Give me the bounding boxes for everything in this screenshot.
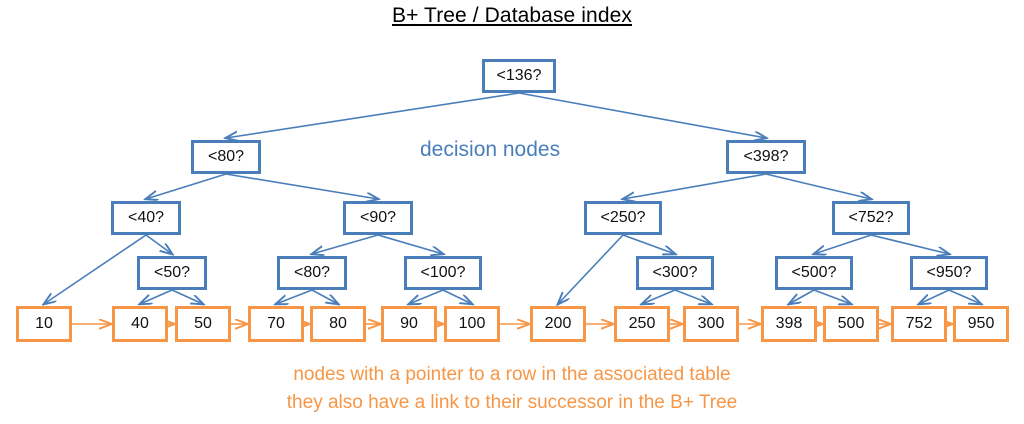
node-label: 80 (329, 315, 347, 332)
decision-edge-n300-to-l300 (674, 289, 711, 304)
node-label: <80? (293, 264, 331, 281)
decision-edge-n752-to-n950 (870, 234, 949, 254)
decision-edge-n500-to-l398 (789, 289, 815, 304)
decision-edge-n90-to-n100 (377, 234, 443, 254)
decision-nodes-label: decision nodes (420, 138, 561, 161)
decision-node-n752[interactable]: <752? (832, 201, 910, 235)
decision-edges (44, 92, 981, 304)
decision-node-n500[interactable]: <500? (775, 256, 853, 290)
node-label: <40? (127, 209, 165, 226)
decision-edge-n950-to-l950 (948, 289, 981, 304)
node-label: <752? (848, 209, 894, 226)
decision-edge-n80a-to-n40 (146, 173, 227, 199)
node-label: <398? (743, 148, 789, 165)
node-label: 90 (400, 315, 418, 332)
decision-edge-n398-to-n250 (623, 173, 767, 199)
decision-node-n80a[interactable]: <80? (191, 140, 261, 174)
decision-edge-n90-to-n80b (312, 234, 379, 254)
leaf-node-l40[interactable]: 40 (112, 306, 168, 342)
leaf-node-l950[interactable]: 950 (953, 306, 1009, 342)
decision-edge-n100-to-l100 (442, 289, 472, 304)
decision-edge-n500-to-l500 (813, 289, 851, 304)
node-label: <100? (420, 264, 466, 281)
node-label: 398 (775, 315, 803, 332)
node-label: 200 (544, 315, 572, 332)
decision-edge-n752-to-n500 (814, 234, 872, 254)
decision-edge-n136-to-n80a (226, 92, 520, 138)
node-label: <50? (153, 264, 191, 281)
decision-node-n950[interactable]: <950? (910, 256, 988, 290)
decision-node-n136[interactable]: <136? (482, 59, 556, 93)
leaf-caption-line-2: they also have a link to their successor… (286, 392, 738, 413)
node-label: 950 (967, 315, 995, 332)
decision-edge-n50-to-l50 (171, 289, 203, 304)
node-label: <250? (600, 209, 646, 226)
node-label: <500? (791, 264, 837, 281)
decision-node-n40[interactable]: <40? (111, 201, 181, 235)
decision-edge-n80a-to-n90 (225, 173, 378, 199)
leaf-node-l398[interactable]: 398 (761, 306, 817, 342)
node-label: 500 (837, 315, 865, 332)
decision-node-n100[interactable]: <100? (404, 256, 482, 290)
node-label: 10 (35, 315, 53, 332)
leaf-node-l500[interactable]: 500 (823, 306, 879, 342)
node-label: <136? (496, 67, 542, 84)
decision-node-n398[interactable]: <398? (726, 140, 806, 174)
decision-node-n250[interactable]: <250? (584, 201, 662, 235)
decision-edge-n250-to-l200 (558, 234, 624, 304)
decision-edge-n80b-to-l70 (276, 289, 313, 304)
node-label: 100 (458, 315, 486, 332)
decision-edge-n40-to-n50 (145, 234, 172, 254)
node-label: 70 (267, 315, 285, 332)
node-label: 752 (905, 315, 933, 332)
leaf-node-l250[interactable]: 250 (614, 306, 670, 342)
leaf-node-l300[interactable]: 300 (683, 306, 739, 342)
decision-edge-n136-to-n398 (518, 92, 766, 138)
decision-edge-n50-to-l40 (140, 289, 173, 304)
leaf-node-l80[interactable]: 80 (310, 306, 366, 342)
decision-edge-n100-to-l90 (409, 289, 444, 304)
decision-edge-n300-to-l250 (642, 289, 676, 304)
leaf-node-l10[interactable]: 10 (16, 306, 72, 342)
leaf-node-l100[interactable]: 100 (444, 306, 500, 342)
leaf-node-l90[interactable]: 90 (381, 306, 437, 342)
page-title: B+ Tree / Database index (392, 4, 632, 27)
decision-node-n90[interactable]: <90? (343, 201, 413, 235)
node-label: <300? (652, 264, 698, 281)
node-label: 300 (697, 315, 725, 332)
decision-edge-n250-to-n300 (622, 234, 675, 254)
decision-edge-n398-to-n752 (765, 173, 871, 199)
leaf-node-l50[interactable]: 50 (175, 306, 231, 342)
decision-node-n50[interactable]: <50? (137, 256, 207, 290)
decision-edge-n40-to-l10 (44, 234, 147, 304)
node-label: <90? (359, 209, 397, 226)
node-label: <80? (207, 148, 245, 165)
node-label: <950? (926, 264, 972, 281)
node-label: 40 (131, 315, 149, 332)
leaf-node-l70[interactable]: 70 (248, 306, 304, 342)
decision-node-n300[interactable]: <300? (636, 256, 714, 290)
leaf-node-l200[interactable]: 200 (530, 306, 586, 342)
node-label: 250 (628, 315, 656, 332)
leaf-node-l752[interactable]: 752 (891, 306, 947, 342)
leaf-caption-line-1: nodes with a pointer to a row in the ass… (293, 364, 731, 385)
decision-node-n80b[interactable]: <80? (277, 256, 347, 290)
node-label: 50 (194, 315, 212, 332)
decision-edge-n950-to-l752 (919, 289, 950, 304)
decision-edge-n80b-to-l80 (311, 289, 338, 304)
